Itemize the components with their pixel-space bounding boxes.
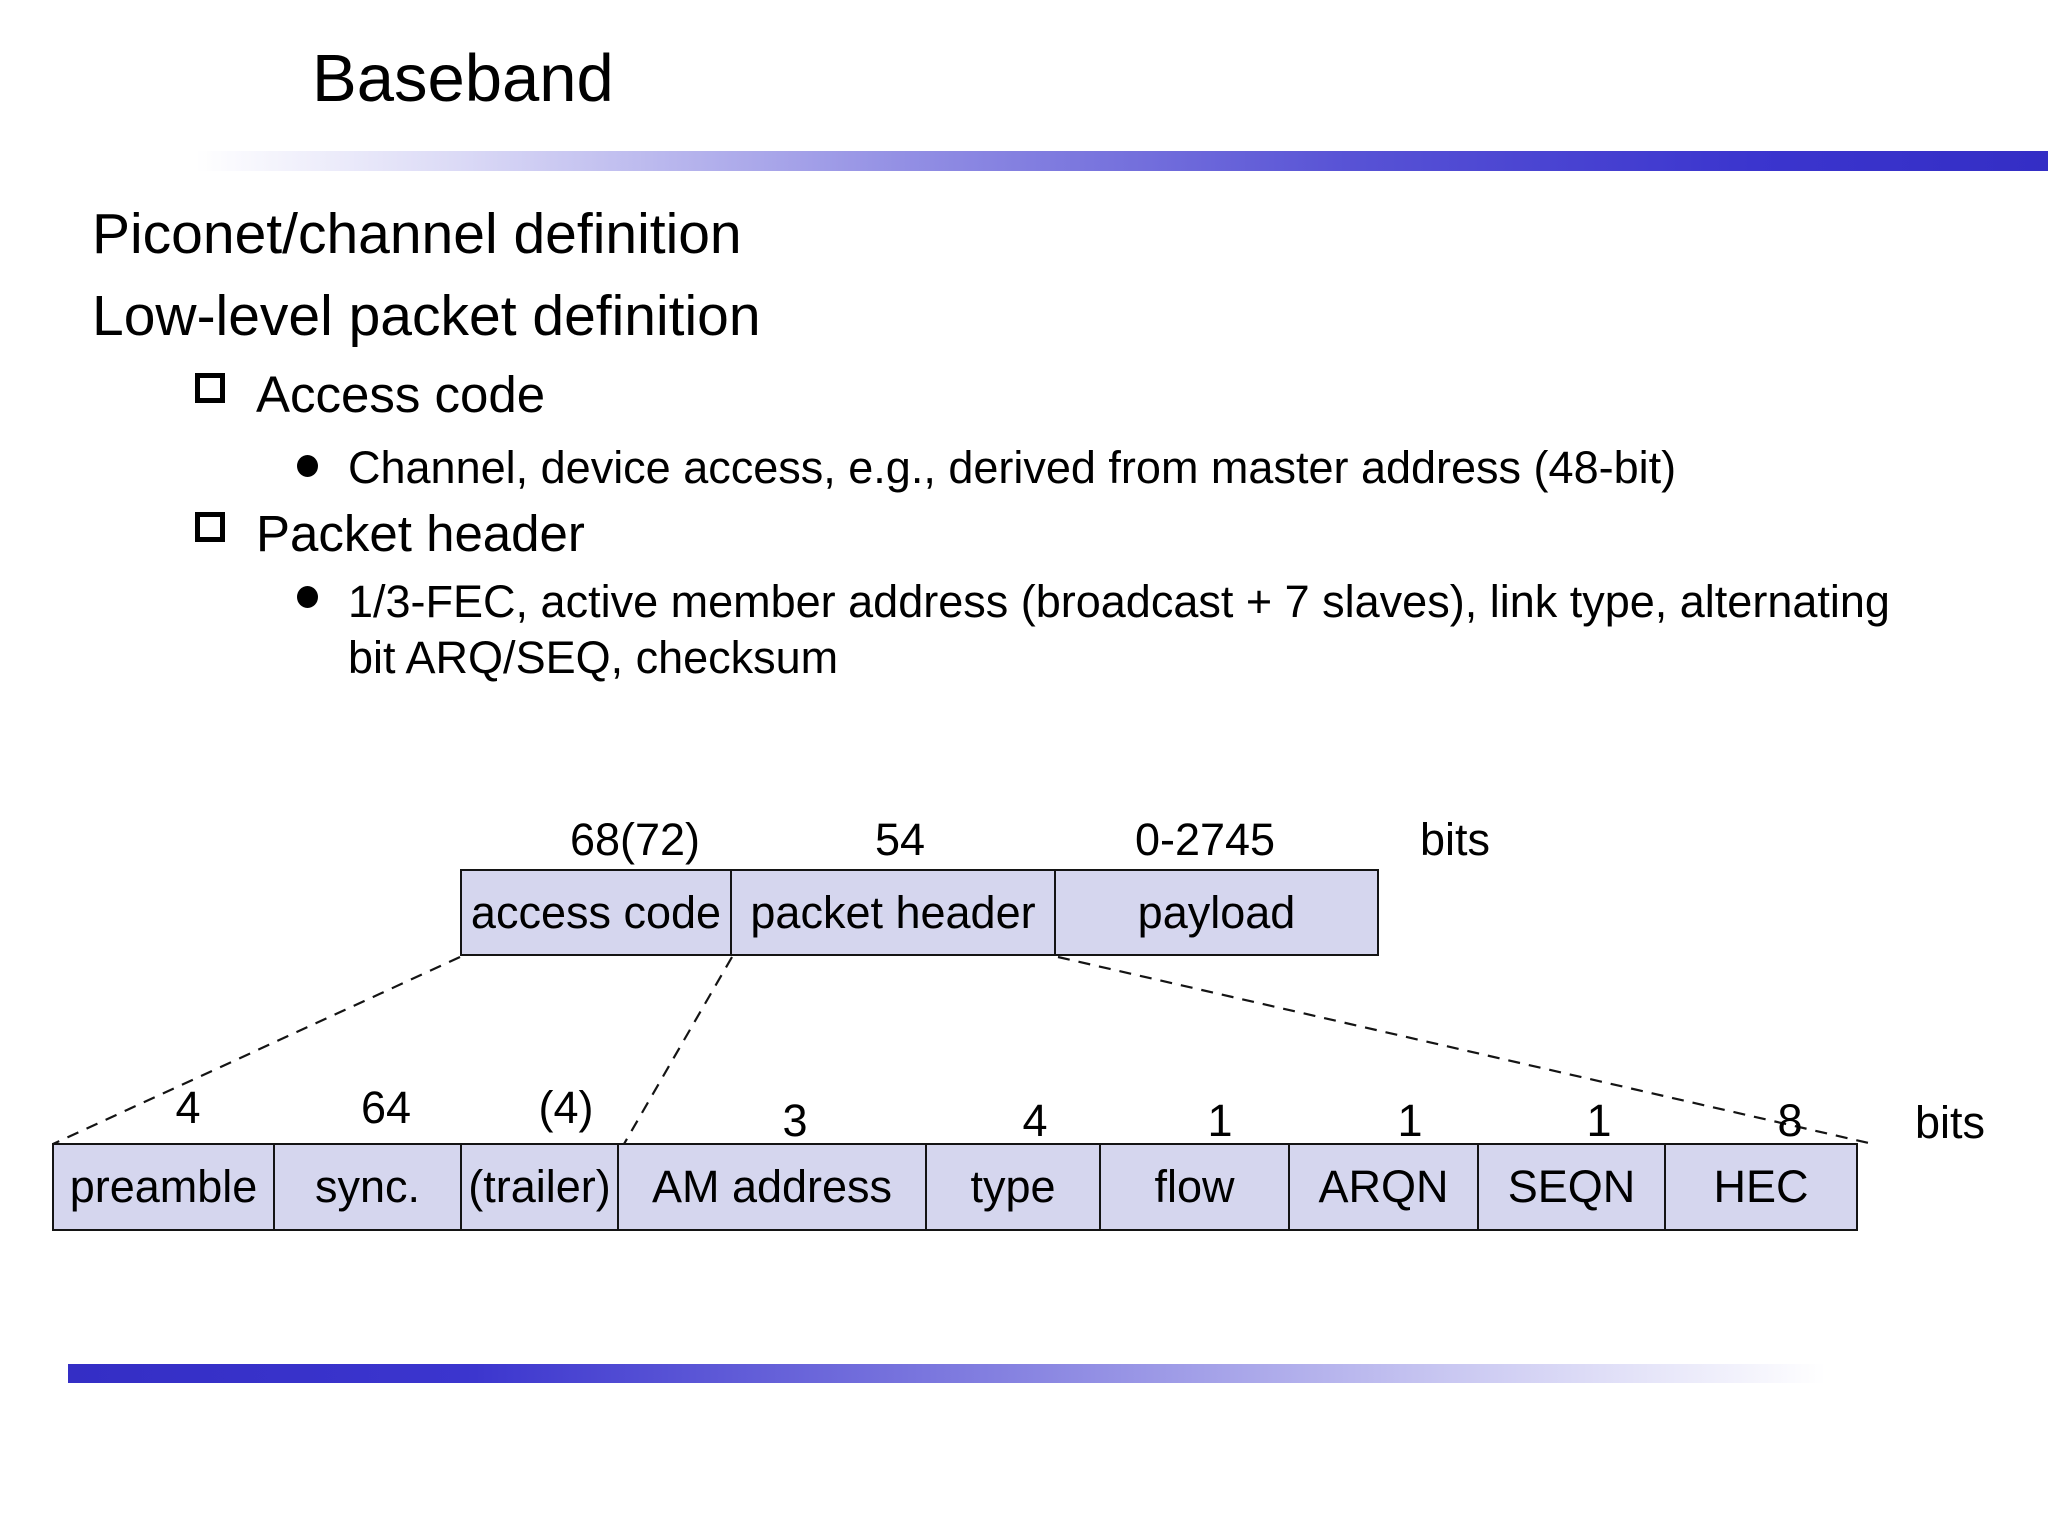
title-underline-gradient-bar <box>195 151 2048 171</box>
bit-count-label: 54 <box>874 814 926 865</box>
bits-unit-label: bits <box>1914 1097 1986 1148</box>
outline-item-access-code: Access code <box>256 366 546 423</box>
field-am-address: AM address <box>617 1143 927 1231</box>
field-type: type <box>925 1143 1101 1231</box>
bit-count-label: 1 <box>1397 1095 1423 1146</box>
bit-count-label: 4 <box>175 1082 201 1133</box>
field-access-code: access code <box>460 869 732 956</box>
outline-item-packet-header: Packet header <box>256 505 585 562</box>
bit-count-label: 68(72) <box>569 814 701 865</box>
field-arqn: ARQN <box>1288 1143 1479 1231</box>
field-hec: HEC <box>1664 1143 1858 1231</box>
field-sync: sync. <box>273 1143 462 1231</box>
square-bullet-icon <box>189 512 225 545</box>
footer-gradient-bar <box>68 1364 1880 1383</box>
bit-count-label: 3 <box>782 1095 808 1146</box>
round-bullet-icon <box>297 586 318 608</box>
round-bullet-icon <box>297 455 318 477</box>
bit-count-label: 1 <box>1586 1095 1612 1146</box>
bit-count-label: 64 <box>360 1082 412 1133</box>
outline-item-low-level: Low-level packet definition <box>92 284 761 348</box>
page-title: Baseband <box>312 41 614 116</box>
field-trailer: (trailer) <box>460 1143 619 1231</box>
field-preamble: preamble <box>52 1143 275 1231</box>
bits-unit-label: bits <box>1419 814 1491 865</box>
packet-bottom-row: preamble sync. (trailer) AM address type… <box>52 1143 1858 1231</box>
bit-count-label: 8 <box>1777 1095 1803 1146</box>
outline-item-channel-access: Channel, device access, e.g., derived fr… <box>348 442 1677 493</box>
bit-count-label: 0-2745 <box>1134 814 1276 865</box>
field-payload: payload <box>1054 869 1379 956</box>
bit-count-label: 1 <box>1207 1095 1233 1146</box>
field-seqn: SEQN <box>1477 1143 1666 1231</box>
bit-count-label: (4) <box>538 1082 594 1133</box>
field-packet-header: packet header <box>730 869 1056 956</box>
packet-top-row: access code packet header payload <box>460 869 1379 956</box>
field-flow: flow <box>1099 1143 1290 1231</box>
bit-count-label: 4 <box>1022 1095 1048 1146</box>
square-bullet-icon <box>189 373 225 406</box>
outline-item-fec: 1/3-FEC, active member address (broadcas… <box>348 576 1890 683</box>
outline-item-piconet: Piconet/channel definition <box>92 202 742 266</box>
